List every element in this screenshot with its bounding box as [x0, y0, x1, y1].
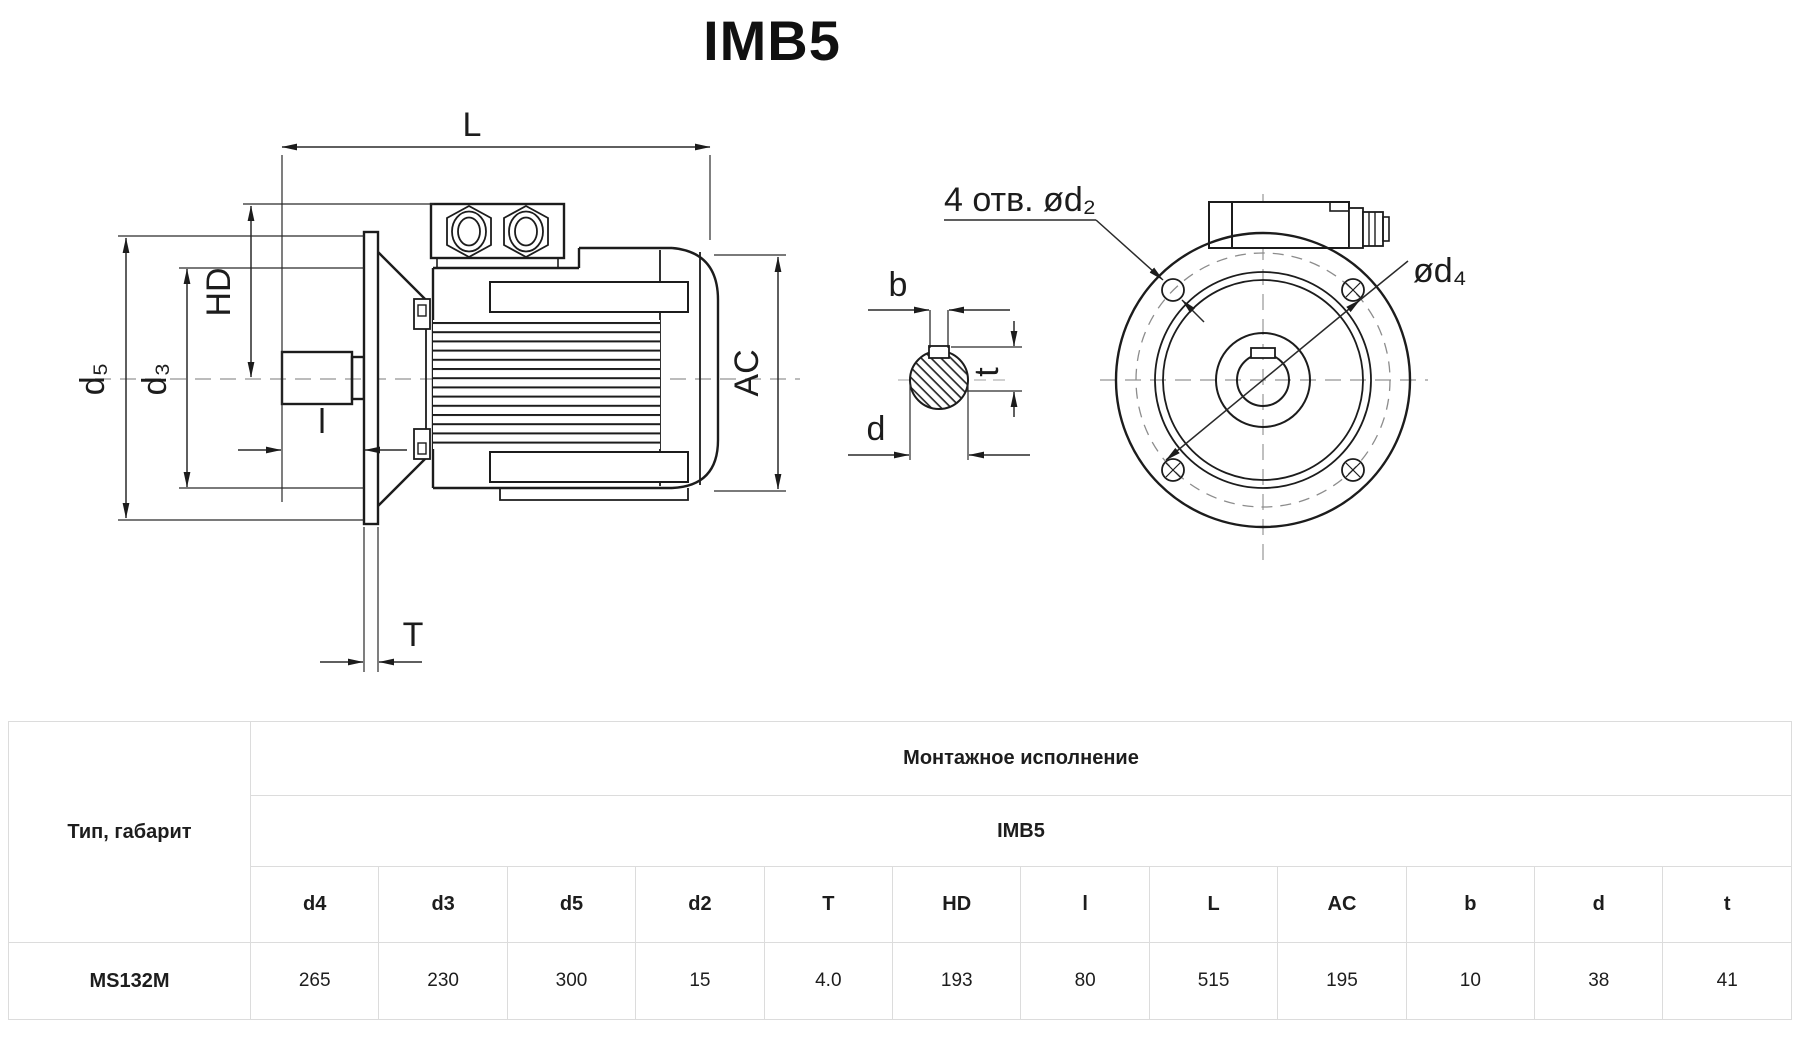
value-cell: 193 — [892, 942, 1022, 1020]
flange-view-dimensions — [944, 219, 1409, 461]
nameplate-bottom — [489, 451, 689, 483]
terminal-box — [429, 202, 566, 268]
column-header: t — [1662, 866, 1792, 943]
mounting-header: Монтажное исполнение — [250, 721, 1792, 796]
column-header: AC — [1277, 866, 1407, 943]
value-cell: 515 — [1148, 942, 1279, 1020]
value-cell: 38 — [1534, 942, 1664, 1020]
column-header: HD — [892, 866, 1022, 943]
dim-label-d4: ød₄ — [1413, 252, 1467, 290]
bolt-circle — [1135, 252, 1391, 508]
value-cell: 15 — [635, 942, 765, 1020]
shaft-circle — [909, 350, 969, 410]
dim-label-b: b — [889, 266, 908, 304]
type-size-header: Тип, габарит — [8, 721, 251, 943]
value-cell: 4.0 — [763, 942, 894, 1020]
side-view-dimensions — [118, 143, 786, 672]
dim-label-d3: d₃ — [136, 363, 174, 396]
value-cell: 300 — [506, 942, 637, 1020]
column-header: d5 — [506, 866, 637, 943]
shaft-section-labels: b t d — [867, 266, 1006, 448]
shaft-section — [898, 310, 1008, 410]
bolt-hole — [1341, 458, 1365, 482]
table-row: MS132M 265 230 300 15 4.0 193 80 515 195… — [8, 942, 1792, 1020]
value-cell: 195 — [1277, 942, 1407, 1020]
flange-front-view — [1100, 194, 1428, 560]
dim-label-AC: AC — [728, 349, 766, 396]
value-cell: 41 — [1662, 942, 1792, 1020]
motor-type-cell: MS132M — [8, 942, 251, 1020]
dim-label-t: t — [968, 367, 1006, 377]
cooling-fins — [433, 320, 660, 449]
motor-side-view — [95, 202, 800, 526]
bolt-hole — [1161, 278, 1185, 302]
dim-label-T: T — [403, 616, 424, 654]
column-header: l — [1020, 866, 1150, 943]
keyway-notch — [928, 345, 950, 359]
bolt-hole — [1341, 278, 1365, 302]
value-cell: 265 — [249, 942, 380, 1020]
cable-gland-icon — [503, 204, 549, 259]
flange-view-labels: 4 отв. ød₂ ød₄ — [944, 181, 1467, 290]
value-cell: 230 — [378, 942, 508, 1020]
value-cell: 10 — [1405, 942, 1536, 1020]
dim-label-l: l — [318, 403, 326, 441]
column-header: T — [763, 866, 894, 943]
column-header: d2 — [635, 866, 765, 943]
technical-drawing: L d₅ d₃ HD l T AC — [74, 106, 1467, 672]
column-header: b — [1405, 866, 1536, 943]
holes-callout-label: 4 отв. ød₂ — [944, 181, 1096, 219]
side-view-labels: L d₅ d₃ HD l T AC — [74, 106, 766, 654]
cable-gland-icon — [446, 204, 492, 259]
dim-label-HD: HD — [200, 267, 238, 316]
dimensions-table: Тип, габарит Монтажное исполнение IMB5 d… — [8, 721, 1792, 1020]
column-header: L — [1148, 866, 1279, 943]
nameplate-top — [489, 281, 689, 313]
page-title: IMB5 — [703, 9, 841, 72]
terminal-box-front — [1208, 201, 1390, 249]
bolt-hole — [1161, 458, 1185, 482]
variant-header: IMB5 — [250, 795, 1792, 867]
column-header: d4 — [249, 866, 380, 943]
shaft-section-dimensions — [848, 306, 1030, 460]
column-header: d3 — [378, 866, 508, 943]
cable-gland-connector — [1348, 207, 1364, 249]
dim-label-d: d — [867, 410, 886, 448]
value-cell: 80 — [1020, 942, 1150, 1020]
dim-label-L: L — [463, 106, 482, 144]
column-header: d — [1534, 866, 1664, 943]
dim-label-d5: d₅ — [74, 363, 112, 396]
